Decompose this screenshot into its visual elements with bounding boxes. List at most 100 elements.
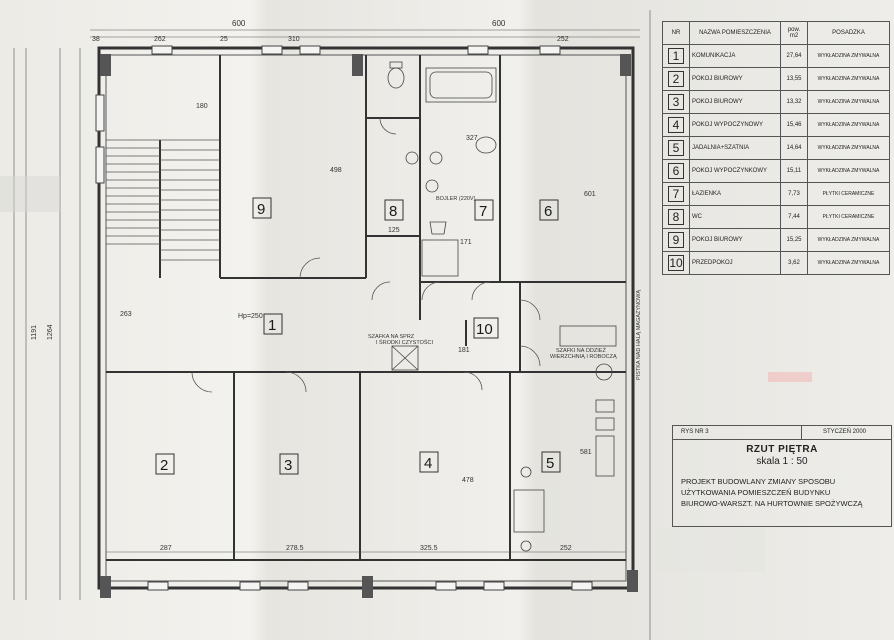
project-line-1: PROJEKT BUDOWLANY ZMIANY SPOSOBU bbox=[681, 477, 836, 486]
header-area: pow. m2 bbox=[780, 21, 808, 45]
windows-top bbox=[151, 45, 561, 55]
dim-125: 125 bbox=[388, 227, 400, 234]
row-floor: WYKŁADZINA ZMYWALNA bbox=[807, 251, 890, 275]
dimension-lines bbox=[13, 10, 651, 640]
row-floor: PŁYTKI CERAMICZNE bbox=[807, 205, 890, 229]
row-nr: 8 bbox=[668, 209, 684, 225]
dimension-texts: 600 600 38 262 25 310 252 Hp=250 498 180… bbox=[31, 19, 596, 552]
room-label-4: 4 bbox=[424, 455, 432, 472]
row-floor: WYKŁADZINA ZMYWALNA bbox=[807, 113, 890, 137]
plan-notes: BOJLER (220V) SZAFKA NA SPRZ I ŚRODKI CZ… bbox=[368, 196, 642, 380]
table-header-row: NR NAZWA POMIESZCZENIA pow. m2 POSADZKA bbox=[662, 21, 890, 45]
row-name: JADALNIA+SZATNIA bbox=[689, 136, 781, 160]
note-cabinet-1: SZAFKA NA SPRZ bbox=[368, 334, 415, 340]
row-area: 7,73 bbox=[780, 182, 808, 206]
note-boiler: BOJLER (220V) bbox=[436, 196, 476, 202]
staircase bbox=[106, 139, 220, 261]
row-area: 13,55 bbox=[780, 67, 808, 91]
row-name: POKOJ BIUROWY bbox=[689, 67, 781, 91]
columns bbox=[100, 54, 638, 598]
row-name: WC bbox=[689, 205, 781, 229]
dim-601: 601 bbox=[584, 191, 596, 198]
table-row: 4 POKOJ WYPOCZYNOWY 15,46 WYKŁADZINA ZMY… bbox=[662, 113, 890, 137]
header-floor: POSADZKA bbox=[807, 21, 890, 45]
dim-262: 262 bbox=[154, 36, 166, 43]
dim-287: 287 bbox=[160, 545, 172, 552]
table-row: 1 KOMUNIKACJA 27,64 WYKŁADZINA ZMYWALNA bbox=[662, 44, 890, 68]
row-area: 3,62 bbox=[780, 251, 808, 275]
note-hall: PISTKA NAD HALĄ MAGAZYNOWĄ bbox=[636, 290, 642, 380]
blurred-watermark bbox=[0, 176, 60, 212]
row-area: 13,32 bbox=[780, 90, 808, 114]
row-nr: 5 bbox=[668, 140, 684, 156]
row-name: POKOJ WYPOCZYNOWY bbox=[689, 113, 781, 137]
room-label-6: 6 bbox=[544, 203, 552, 220]
row-area: 15,11 bbox=[780, 159, 808, 183]
room-label-5: 5 bbox=[546, 455, 554, 472]
row-area: 15,46 bbox=[780, 113, 808, 137]
title-header-row: RYS NR 3 STYCZEŃ 2000 bbox=[673, 426, 891, 440]
row-name: KOMUNIKACJA bbox=[689, 44, 781, 68]
row-nr: 9 bbox=[668, 232, 684, 248]
row-floor: WYKŁADZINA ZMYWALNA bbox=[807, 159, 890, 183]
dim-171: 171 bbox=[460, 239, 472, 246]
dim-1191: 1191 bbox=[31, 325, 38, 340]
row-floor: WYKŁADZINA ZMYWALNA bbox=[807, 136, 890, 160]
row-nr: 10 bbox=[668, 255, 684, 271]
red-stamp bbox=[768, 372, 812, 382]
dim-278-5: 278.5 bbox=[286, 545, 304, 552]
note-cabinet-4: WIERZCHNIĄ I ROBOCZĄ bbox=[550, 354, 617, 360]
table-row: 9 POKOJ BIUROWY 15,25 WYKŁADZINA ZMYWALN… bbox=[662, 228, 890, 252]
row-floor: PŁYTKI CERAMICZNE bbox=[807, 182, 890, 206]
room-label-10: 10 bbox=[476, 321, 493, 338]
room-labels: 9 8 7 6 1 10 2 3 4 5 bbox=[155, 197, 561, 475]
row-nr: 7 bbox=[668, 186, 684, 202]
header-nr: NR bbox=[662, 21, 690, 45]
table-row: 8 WC 7,44 PŁYTKI CERAMICZNE bbox=[662, 205, 890, 229]
dim-325-5: 325.5 bbox=[420, 545, 438, 552]
sheet-title: RZUT PIĘTRA bbox=[746, 444, 818, 455]
dim-310: 310 bbox=[288, 36, 300, 43]
sheet-scale: skala 1 : 50 bbox=[756, 456, 808, 467]
room-label-3: 3 bbox=[284, 457, 292, 474]
row-nr: 1 bbox=[668, 48, 684, 64]
row-name: PRZEDPOKOJ bbox=[689, 251, 781, 275]
row-nr: 3 bbox=[668, 94, 684, 110]
windows-left bbox=[95, 94, 105, 184]
dim-263: 263 bbox=[120, 311, 132, 318]
title-divider bbox=[801, 426, 802, 439]
dim-600-left: 600 bbox=[232, 19, 246, 28]
row-floor: WYKŁADZINA ZMYWALNA bbox=[807, 228, 890, 252]
dim-180: 180 bbox=[196, 103, 208, 110]
row-nr: 4 bbox=[668, 117, 684, 133]
windows-bottom bbox=[147, 581, 593, 591]
table-row: 6 POKOJ WYPOCZYNKOWY 15,11 WYKŁADZINA ZM… bbox=[662, 159, 890, 183]
dim-1264: 1264 bbox=[47, 324, 54, 340]
room-label-2: 2 bbox=[160, 457, 168, 474]
row-area: 15,25 bbox=[780, 228, 808, 252]
room-label-7: 7 bbox=[479, 203, 487, 220]
dim-25: 25 bbox=[220, 36, 228, 43]
dim-181: 181 bbox=[458, 347, 470, 354]
room-label-9: 9 bbox=[257, 201, 265, 218]
row-nr: 2 bbox=[668, 71, 684, 87]
row-area: 7,44 bbox=[780, 205, 808, 229]
interior-walls bbox=[106, 55, 626, 561]
room-schedule-table: NR NAZWA POMIESZCZENIA pow. m2 POSADZKA … bbox=[662, 21, 890, 275]
note-cabinet-3: SZAFKI NA ODZIEŻ bbox=[556, 347, 606, 354]
row-name: POKOJ WYPOCZYNKOWY bbox=[689, 159, 781, 183]
note-cabinet-2: I ŚRODKI CZYSTOŚCI bbox=[376, 338, 434, 346]
room-label-8: 8 bbox=[389, 203, 397, 220]
row-name: POKOJ BIUROWY bbox=[689, 228, 781, 252]
dim-38: 38 bbox=[92, 36, 100, 43]
row-nr: 6 bbox=[668, 163, 684, 179]
fixtures bbox=[387, 61, 617, 552]
row-area: 27,64 bbox=[780, 44, 808, 68]
drawing-date: STYCZEŃ 2000 bbox=[823, 429, 867, 435]
table-row: 3 POKOJ BIUROWY 13,32 WYKŁADZINA ZMYWALN… bbox=[662, 90, 890, 114]
table-row: 2 POKOJ BIUROWY 13,55 WYKŁADZINA ZMYWALN… bbox=[662, 67, 890, 91]
title-block: RYS NR 3 STYCZEŃ 2000 RZUT PIĘTRA skala … bbox=[672, 425, 892, 527]
table-row: 7 ŁAZIENKA 7,73 PŁYTKI CERAMICZNE bbox=[662, 182, 890, 206]
dim-498: 498 bbox=[330, 167, 342, 174]
